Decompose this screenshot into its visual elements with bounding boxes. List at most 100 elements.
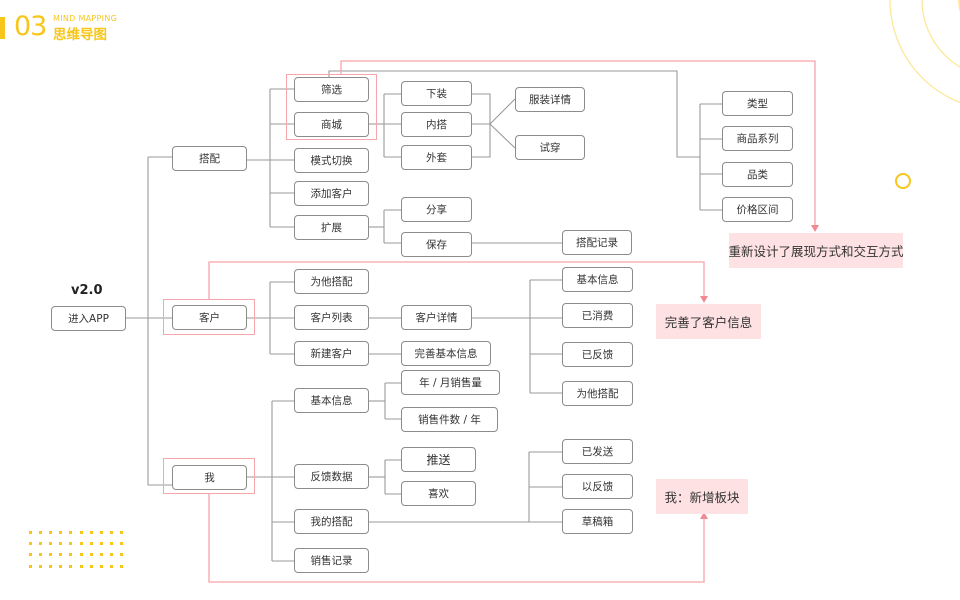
arrowhead bbox=[700, 296, 708, 303]
highlight-frame-shop-filter bbox=[286, 74, 377, 140]
connector bbox=[328, 70, 700, 158]
node-xinjian-kehu[interactable]: 新建客户 bbox=[294, 341, 369, 366]
decor-dot bbox=[59, 564, 63, 568]
node-moshi-qiehuan[interactable]: 模式切换 bbox=[294, 148, 369, 173]
decor-dot bbox=[29, 564, 32, 568]
section-subtitle-en: MIND MAPPING bbox=[53, 14, 118, 23]
node-nianyue-xiaoshouliang[interactable]: 年 / 月销售量 bbox=[401, 370, 500, 395]
decor-dot bbox=[79, 564, 83, 568]
connector bbox=[700, 103, 722, 211]
decor-dot bbox=[119, 531, 123, 534]
node-jiage-qujian[interactable]: 价格区间 bbox=[722, 197, 793, 222]
annotation-arrow-redesign bbox=[340, 60, 816, 225]
node-neida[interactable]: 内搭 bbox=[401, 112, 472, 137]
node-kehu[interactable]: 客户 bbox=[172, 305, 247, 330]
connector bbox=[384, 93, 401, 158]
decor-dot bbox=[99, 564, 103, 568]
node-wode-dapei[interactable]: 我的搭配 bbox=[294, 509, 369, 534]
decorative-dot-grid bbox=[29, 531, 129, 571]
node-wo[interactable]: 我 bbox=[172, 465, 247, 490]
connector bbox=[270, 281, 294, 355]
node-pinlei[interactable]: 品类 bbox=[722, 162, 793, 187]
node-xiaoshou-jilu[interactable]: 销售记录 bbox=[294, 548, 369, 573]
node-weita-dapei[interactable]: 为他搭配 bbox=[294, 269, 369, 294]
decor-dot bbox=[79, 542, 83, 546]
annotation-arrow-me bbox=[208, 494, 705, 583]
node-kuozhan[interactable]: 扩展 bbox=[294, 215, 369, 240]
arrowhead bbox=[700, 512, 708, 519]
node-xiazhuang[interactable]: 下装 bbox=[401, 81, 472, 106]
node-kehu-liebiao[interactable]: 客户列表 bbox=[294, 305, 369, 330]
decor-dot bbox=[29, 542, 32, 546]
node-shangcheng[interactable]: 商城 bbox=[294, 112, 369, 137]
decor-dot bbox=[39, 553, 43, 557]
node-shaixuan[interactable]: 筛选 bbox=[294, 77, 369, 102]
node-yi-fankui[interactable]: 已反馈 bbox=[562, 342, 633, 367]
decor-dot bbox=[109, 564, 113, 568]
decor-dot bbox=[89, 553, 93, 557]
decor-dot bbox=[49, 564, 53, 568]
node-shichuan[interactable]: 试穿 bbox=[515, 135, 585, 160]
node-tuisong[interactable]: 推送 bbox=[401, 447, 476, 472]
decor-dot bbox=[59, 531, 63, 534]
node-wo-jiben-xinxi[interactable]: 基本信息 bbox=[294, 388, 369, 413]
section-number: 03 bbox=[14, 11, 47, 42]
connector bbox=[385, 382, 401, 420]
decor-dot bbox=[99, 553, 103, 557]
decor-dot bbox=[59, 553, 63, 557]
decor-dot bbox=[99, 542, 103, 546]
decor-dot bbox=[119, 564, 123, 568]
decor-dot bbox=[69, 531, 73, 534]
decor-dot bbox=[99, 531, 103, 534]
decor-dot bbox=[119, 542, 123, 546]
node-kehu-weita-dapei[interactable]: 为他搭配 bbox=[562, 381, 633, 406]
node-tianjia-kehu[interactable]: 添加客户 bbox=[294, 181, 369, 206]
node-dapei-jilu[interactable]: 搭配记录 bbox=[562, 230, 632, 255]
node-fankui-shuju[interactable]: 反馈数据 bbox=[294, 464, 369, 489]
version-label: v2.0 bbox=[71, 283, 103, 298]
decor-dot bbox=[119, 553, 123, 557]
decor-dot bbox=[39, 564, 43, 568]
decor-dot bbox=[29, 531, 32, 534]
node-dapei[interactable]: 搭配 bbox=[172, 146, 247, 171]
decor-dot bbox=[89, 564, 93, 568]
decor-dot bbox=[69, 553, 73, 557]
node-yi-fankui-2[interactable]: 以反馈 bbox=[562, 474, 633, 499]
decor-dot bbox=[109, 553, 113, 557]
connector bbox=[384, 209, 401, 244]
logo-accent-bar bbox=[0, 17, 5, 39]
decor-dot bbox=[59, 542, 63, 546]
node-wanshan-jiben-xinxi[interactable]: 完善基本信息 bbox=[401, 341, 491, 366]
node-kehu-xiangqing[interactable]: 客户详情 bbox=[401, 305, 472, 330]
node-baocun[interactable]: 保存 bbox=[401, 232, 472, 257]
connector bbox=[272, 400, 294, 562]
decor-dot bbox=[39, 531, 43, 534]
node-shangpin-xilie[interactable]: 商品系列 bbox=[722, 126, 793, 151]
connector bbox=[530, 279, 562, 394]
decor-dot bbox=[89, 531, 93, 534]
node-root-enter-app[interactable]: 进入APP bbox=[51, 306, 126, 331]
node-xihuan[interactable]: 喜欢 bbox=[401, 481, 476, 506]
node-waitao[interactable]: 外套 bbox=[401, 145, 472, 170]
node-fuzhuang-xiangqing[interactable]: 服装详情 bbox=[515, 87, 585, 112]
node-fenxiang[interactable]: 分享 bbox=[401, 197, 472, 222]
node-kehu-jiben-xinxi[interactable]: 基本信息 bbox=[562, 267, 633, 292]
node-yi-xiaofei[interactable]: 已消费 bbox=[562, 303, 633, 328]
node-yi-fasong[interactable]: 已发送 bbox=[562, 439, 633, 464]
decor-dot bbox=[29, 553, 32, 557]
node-leixing[interactable]: 类型 bbox=[722, 91, 793, 116]
highlight-frame-me bbox=[163, 458, 255, 494]
note-customer-info: 完善了客户信息 bbox=[656, 304, 761, 339]
decor-dot bbox=[79, 553, 83, 557]
connector bbox=[489, 98, 516, 149]
note-redesign: 重新设计了展现方式和交互方式 bbox=[729, 233, 904, 268]
decor-dot bbox=[69, 542, 73, 546]
node-caogaoxiang[interactable]: 草稿箱 bbox=[562, 509, 633, 534]
decor-dot bbox=[89, 542, 93, 546]
decor-dot bbox=[109, 531, 113, 534]
node-xiaoshou-jianshu[interactable]: 销售件数 / 年 bbox=[401, 407, 498, 432]
connector bbox=[529, 451, 562, 488]
connector bbox=[270, 88, 294, 228]
